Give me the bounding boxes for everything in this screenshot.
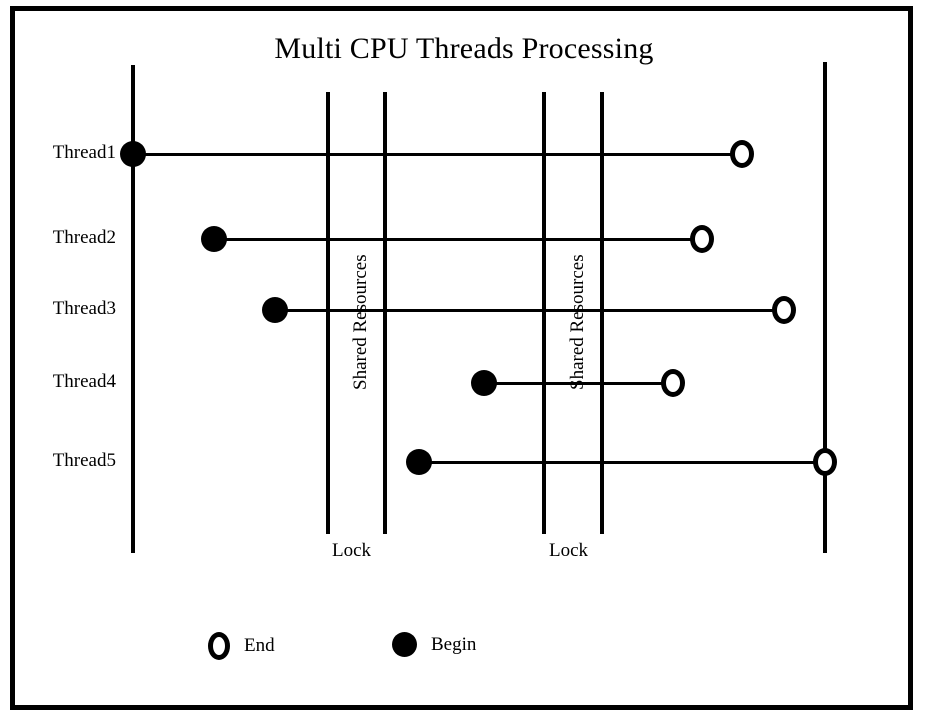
begin-marker-thread1: [120, 141, 146, 167]
thread-track-segment: [604, 308, 784, 312]
timeline-lock2-right: [600, 92, 604, 534]
thread-track-segment: [387, 237, 542, 241]
open-circle-icon: [208, 632, 230, 660]
thread-track-segment: [546, 237, 600, 241]
thread-track-segment: [546, 308, 600, 312]
end-marker-thread2: [690, 225, 714, 253]
begin-marker-thread5: [406, 449, 432, 475]
thread-track-segment: [546, 381, 600, 385]
end-marker-thread5: [813, 448, 837, 476]
shared-resources-label: Shared Resources: [350, 254, 371, 390]
filled-circle-icon: [392, 632, 417, 657]
begin-marker-thread3: [262, 297, 288, 323]
end-marker-thread1: [730, 140, 754, 168]
timeline-lock1-right: [383, 92, 387, 534]
thread-track-segment: [604, 381, 673, 385]
thread-track-segment: [330, 152, 383, 156]
page-title: Multi CPU Threads Processing: [274, 32, 654, 65]
thread-label-thread1: Thread1: [52, 142, 116, 163]
thread-track-segment: [330, 308, 383, 312]
thread-track-segment: [387, 308, 542, 312]
lock-label: Lock: [332, 540, 372, 561]
thread-label-thread4: Thread4: [52, 371, 116, 392]
thread-track-segment: [546, 152, 600, 156]
legend-label: End: [244, 635, 275, 656]
thread-track-segment: [330, 237, 383, 241]
shared-resources-label: Shared Resources: [567, 254, 588, 390]
thread-track-segment: [275, 308, 326, 312]
timeline-lock2-left: [542, 92, 546, 534]
thread-label-thread2: Thread2: [52, 227, 116, 248]
thread-track-segment: [419, 460, 542, 464]
thread-label-thread5: Thread5: [52, 450, 116, 471]
lock-label: Lock: [549, 540, 589, 561]
diagram-border: [10, 6, 913, 710]
timeline-end-axis: [823, 62, 827, 553]
legend-item-begin: Begin: [392, 632, 476, 657]
timeline-start-axis: [131, 65, 135, 553]
thread-track-segment: [484, 381, 542, 385]
timeline-lock1-left: [326, 92, 330, 534]
thread-track-segment: [387, 152, 542, 156]
begin-marker-thread2: [201, 226, 227, 252]
legend-label: Begin: [431, 633, 477, 655]
thread-track-segment: [604, 152, 742, 156]
thread-track-segment: [133, 152, 326, 156]
thread-track-segment: [546, 460, 600, 464]
end-marker-thread4: [661, 369, 685, 397]
begin-marker-thread4: [471, 370, 497, 396]
end-marker-thread3: [772, 296, 796, 324]
thread-track-segment: [604, 237, 702, 241]
legend-item-end: End: [208, 632, 275, 660]
thread-label-thread3: Thread3: [52, 298, 116, 319]
thread-track-segment: [604, 460, 825, 464]
thread-track-segment: [214, 237, 326, 241]
